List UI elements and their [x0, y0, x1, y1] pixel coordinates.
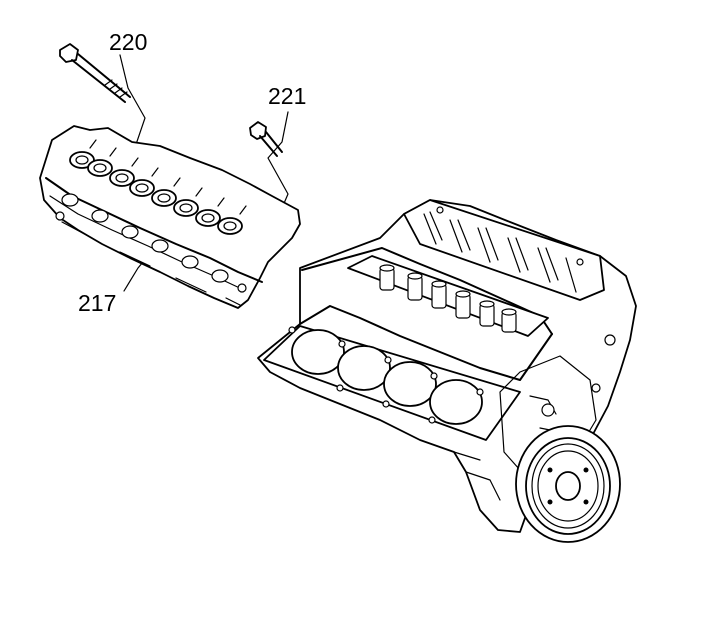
head-bolt-221: [249, 121, 283, 157]
leader-line-221: [267, 111, 289, 209]
head-ports: [55, 193, 247, 293]
callout-label-220: 220: [109, 29, 147, 55]
callout-label-221: 221: [268, 83, 306, 109]
valve-springs: [69, 151, 243, 235]
cylinder-bores: [288, 326, 484, 425]
harmonic-balancer: [515, 425, 621, 543]
cylinder-head-217: [39, 125, 301, 309]
callout-label-217: 217: [78, 290, 116, 316]
right-bank-deck: [403, 199, 605, 301]
lifter-bores: [347, 255, 549, 337]
leader-line-220: [119, 54, 146, 163]
head-bolt-220: [59, 43, 131, 103]
